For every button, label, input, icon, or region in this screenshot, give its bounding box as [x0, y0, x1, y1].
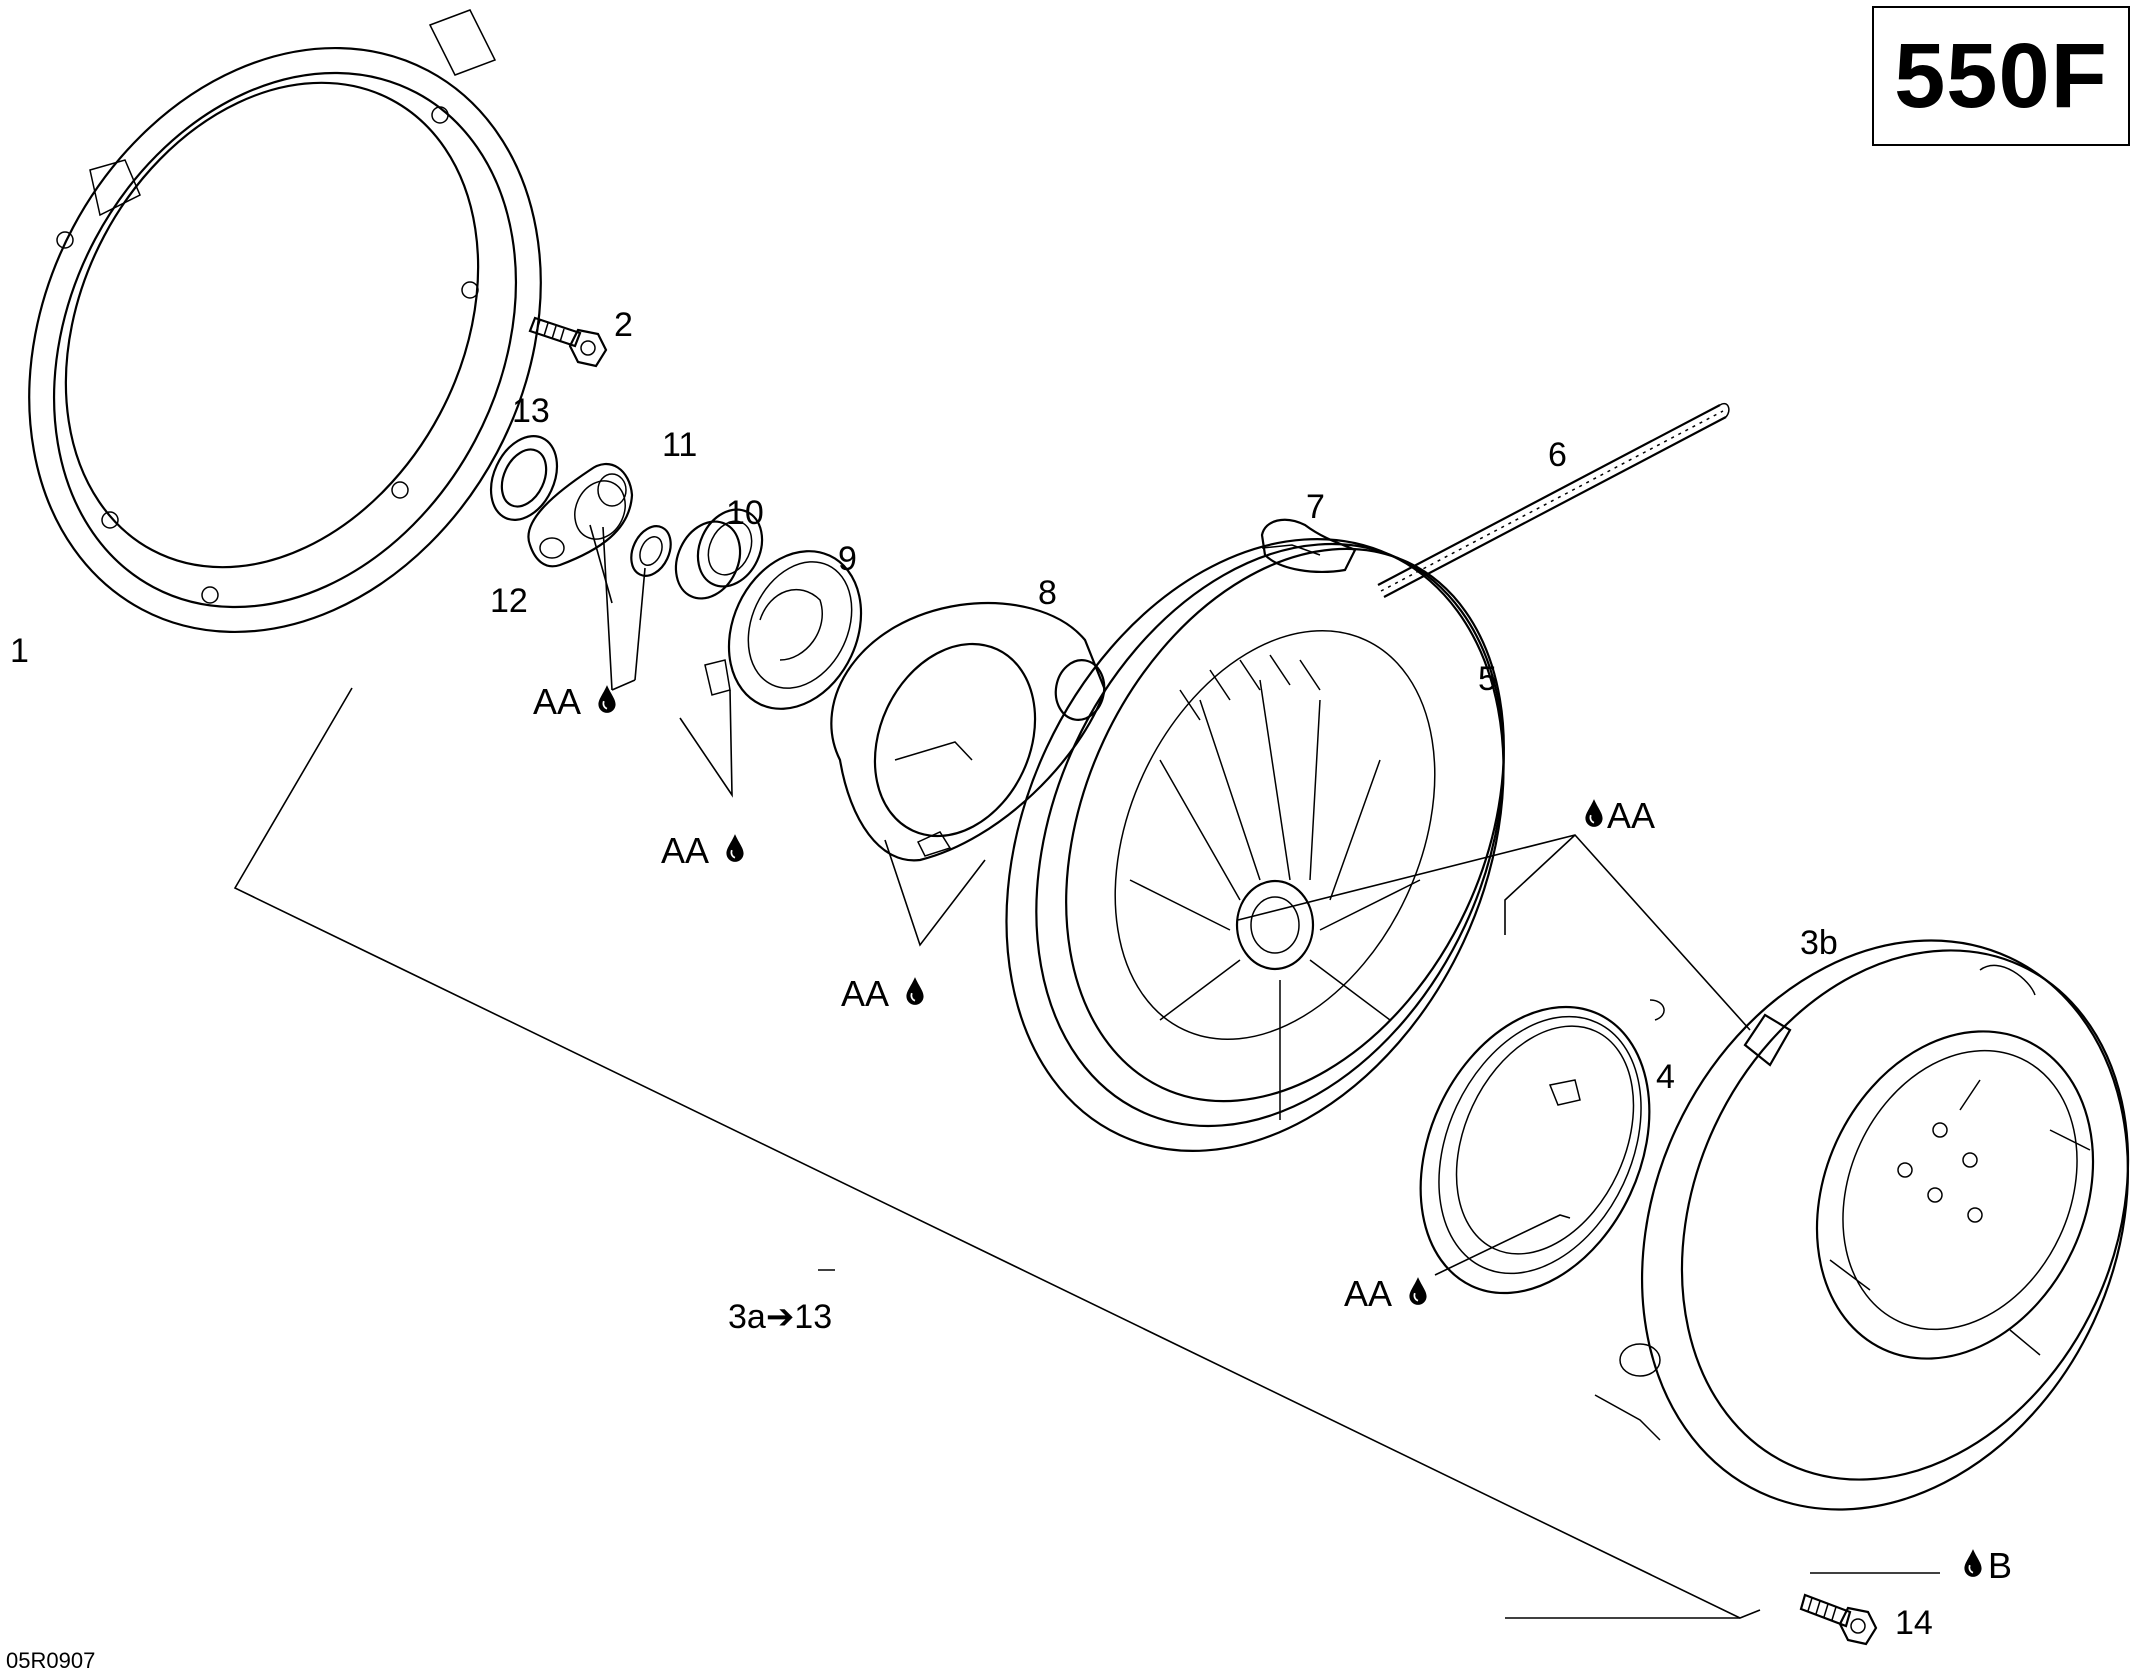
- callout-9: 9: [838, 540, 857, 578]
- part-13-retainer: [489, 435, 559, 521]
- lube-label: AA: [533, 681, 581, 722]
- part-1-cover-gasket: [28, 9, 542, 634]
- callout-4: 4: [1656, 1058, 1675, 1096]
- lube-mark-14: B: [1963, 1545, 2012, 1586]
- lube-mark-8: AA: [841, 973, 925, 1014]
- oil-drop-icon: [1408, 1276, 1428, 1306]
- lube-label: AA: [1344, 1273, 1392, 1314]
- drawing-reference: 05R0907: [6, 1648, 96, 1673]
- model-label: 550F: [1894, 24, 2108, 127]
- callout-1: 1: [10, 632, 29, 670]
- callout-8: 8: [1038, 574, 1057, 612]
- part-4-recoil-spring: [1419, 999, 1665, 1295]
- part-9-pawl-plate: [704, 550, 863, 710]
- callout-13: 13: [512, 392, 550, 430]
- callout-6: 6: [1548, 436, 1567, 474]
- callout-11: 11: [662, 426, 697, 464]
- lube-label: B: [1988, 1545, 2012, 1586]
- part-8-ratchet: [830, 601, 1107, 862]
- lube-mark-4: AA: [1344, 1273, 1428, 1314]
- callout-3b: 3b: [1800, 924, 1838, 962]
- leader-lines: [233, 524, 1940, 1619]
- lube-label: AA: [1607, 795, 1655, 836]
- part-12-plate: [527, 463, 634, 568]
- part-14-bolt: [1799, 1593, 1878, 1646]
- callout-10: 10: [726, 494, 764, 532]
- lube-mark-9: AA: [661, 830, 745, 871]
- part-11-washer: [630, 525, 672, 577]
- part-3b-housing: [1594, 939, 2130, 1511]
- model-label-box: 550F: [1872, 6, 2130, 146]
- callout-14: 14: [1895, 1604, 1933, 1642]
- callout-7: 7: [1306, 488, 1325, 526]
- part-5-pulley: [1005, 538, 1505, 1152]
- oil-drop-icon: [905, 976, 925, 1006]
- lube-mark-12: AA: [533, 681, 617, 722]
- oil-drop-icon: [1963, 1548, 1983, 1578]
- part-6-rope: [1377, 403, 1730, 598]
- lube-label: AA: [841, 973, 889, 1014]
- callout-3a-13: 3a➔13: [728, 1298, 832, 1336]
- oil-drop-icon: [725, 833, 745, 863]
- oil-drop-icon: [1584, 798, 1604, 828]
- callout-2: 2: [614, 306, 633, 344]
- callout-12: 12: [490, 582, 528, 620]
- lube-label: AA: [661, 830, 709, 871]
- callout-5: 5: [1478, 660, 1497, 698]
- part-2-bolt: [528, 316, 608, 368]
- part-10-bushing: [674, 508, 764, 600]
- lube-mark-5: AA: [1584, 795, 1655, 836]
